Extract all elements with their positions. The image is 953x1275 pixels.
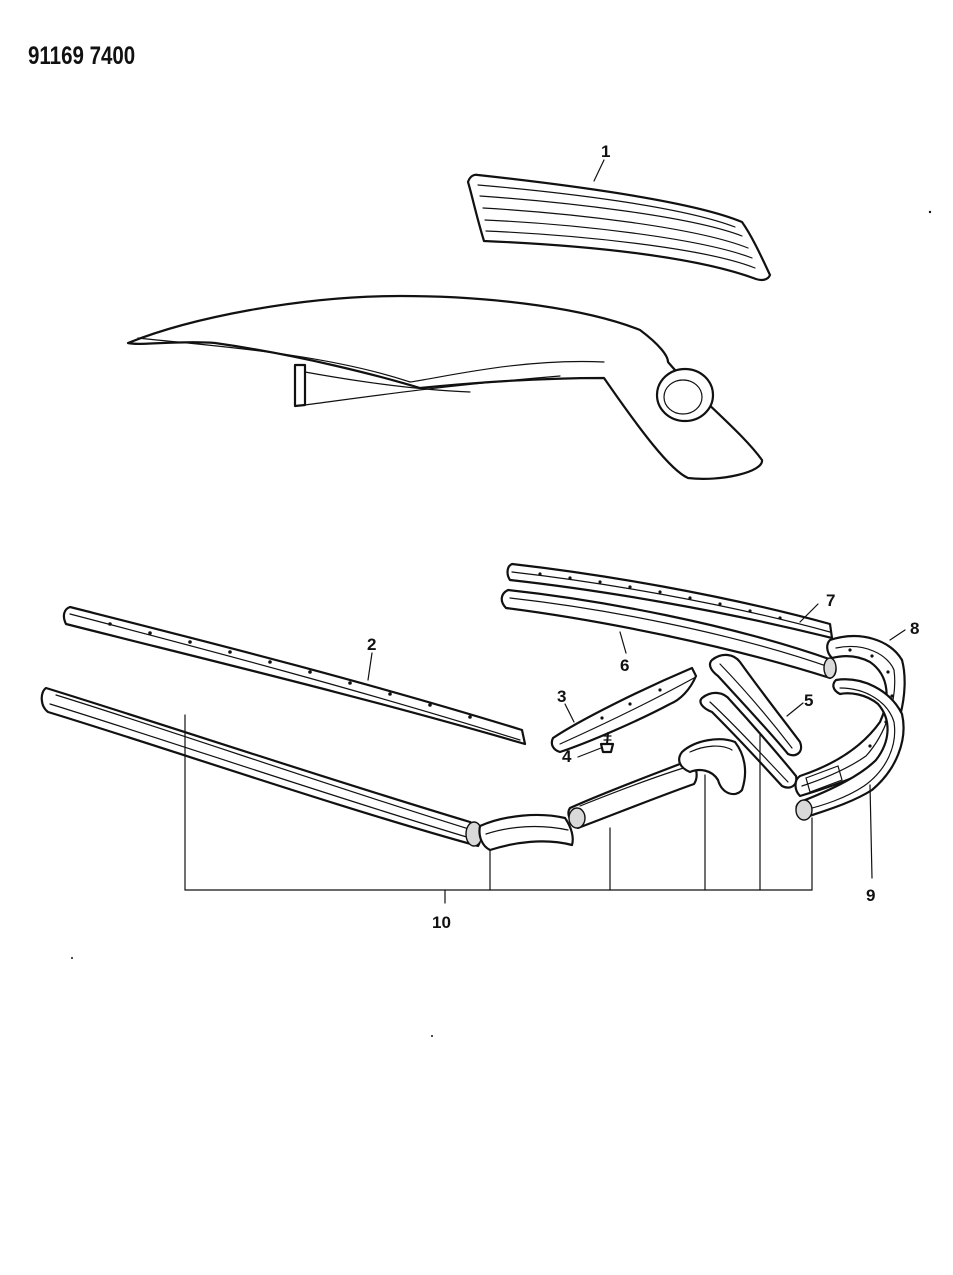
callout-10: 10 [432, 913, 451, 932]
part-2-retainer-strip [62, 605, 527, 746]
callout-5: 5 [804, 691, 813, 710]
callout-3: 3 [557, 687, 566, 706]
part-10-weatherstrip-long [40, 686, 747, 852]
part-4-screw [599, 732, 615, 754]
part-9-corner-weatherstrip [795, 678, 905, 821]
page-header-code: 91169 7400 [28, 42, 136, 70]
callout-6: 6 [620, 656, 629, 675]
part-7-upper-retainer [506, 562, 834, 640]
callout-9: 9 [866, 886, 875, 905]
hardtop-roof-panel [126, 294, 764, 480]
part-3-channel-bracket [550, 666, 698, 754]
callout-7: 7 [826, 591, 835, 610]
part-5-corner-moldings [699, 653, 803, 789]
part-1-rear-glass [466, 173, 772, 282]
part-6-upper-weatherstrip [500, 588, 837, 680]
callout-1: 1 [601, 142, 610, 161]
callout-8: 8 [910, 619, 919, 638]
callout-2: 2 [367, 635, 376, 654]
callout-4: 4 [562, 747, 572, 766]
leader-lines [184, 159, 906, 904]
